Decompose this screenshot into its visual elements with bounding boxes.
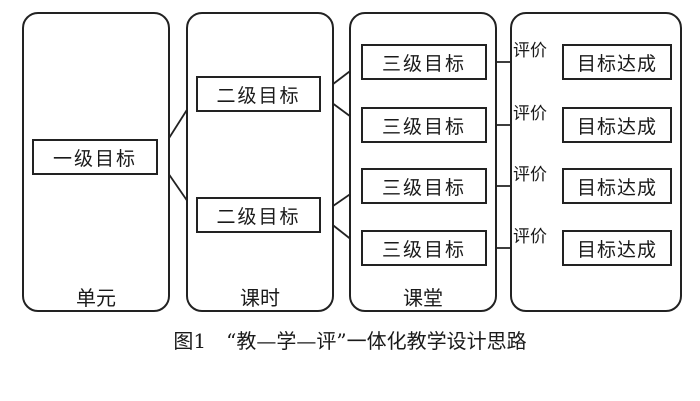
- unit-label: 单元: [76, 286, 116, 310]
- achievement-box: 目标达成: [562, 230, 672, 266]
- classroom-label: 课堂: [403, 286, 443, 310]
- evaluation-label: 评价: [513, 104, 547, 124]
- level3-goal-box: 三级目标: [361, 107, 487, 143]
- level2-goal-box: 二级目标: [196, 76, 321, 112]
- figure-caption: 图1 “教—学—评”一体化教学设计思路: [173, 329, 527, 353]
- evaluation-label: 评价: [513, 41, 547, 61]
- level1-goal-box: 一级目标: [32, 139, 158, 175]
- achievement-box: 目标达成: [562, 168, 672, 204]
- evaluation-label: 评价: [513, 165, 547, 185]
- lesson-panel: 课时: [186, 12, 334, 312]
- evaluation-label: 评价: [513, 227, 547, 247]
- lesson-label: 课时: [240, 286, 280, 310]
- level3-goal-box: 三级目标: [361, 230, 487, 266]
- achievement-box: 目标达成: [562, 44, 672, 80]
- achievement-box: 目标达成: [562, 107, 672, 143]
- level3-goal-box: 三级目标: [361, 168, 487, 204]
- level2-goal-box: 二级目标: [196, 197, 321, 233]
- level3-goal-box: 三级目标: [361, 44, 487, 80]
